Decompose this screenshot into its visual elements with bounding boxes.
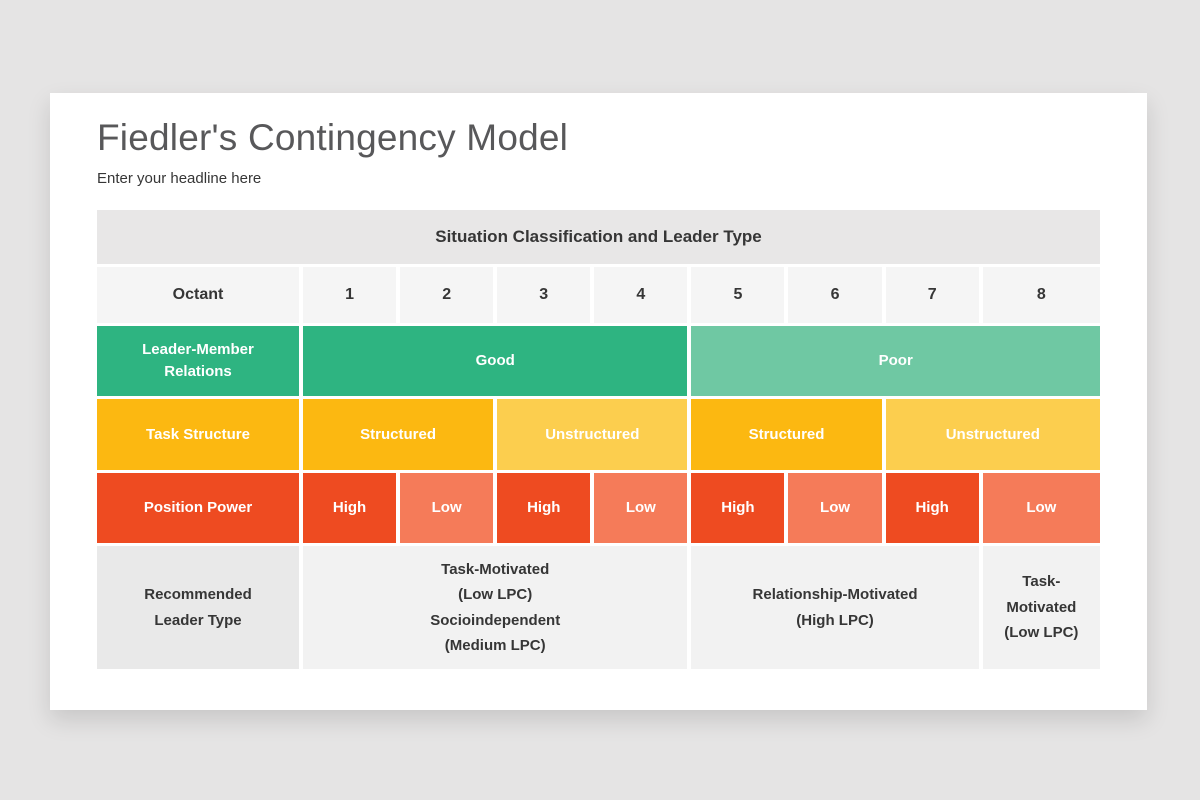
table-header: Situation Classification and Leader Type [97,210,1100,264]
task-structured-cell-2: Structured [691,399,882,470]
octant-cell-6: 6 [788,267,882,323]
power-cell-3-high: High [497,473,591,543]
slide-card: Fiedler's Contingency Model Enter your h… [50,93,1147,710]
page-subtitle: Enter your headline here [97,170,262,187]
task-unstructured-cell-1: Unstructured [497,399,688,470]
power-cell-5-high: High [691,473,785,543]
task-unstructured-cell-2: Unstructured [885,399,1100,470]
power-cell-7-high: High [885,473,979,543]
row-label-leader-member-relations: Leader-Member Relations [97,326,299,396]
power-cell-4-low: Low [594,473,688,543]
octant-cell-2: 2 [400,267,494,323]
leader-task-motivated-low-lpc-cell: Task- Motivated (Low LPC) [982,546,1100,669]
octant-cell-3: 3 [497,267,591,323]
page-title: Fiedler's Contingency Model [97,117,569,158]
row-label-position-power: Position Power [97,473,299,543]
row-label-recommended-leader-type: Recommended Leader Type [97,546,299,669]
task-structured-cell-1: Structured [303,399,494,470]
octant-cell-4: 4 [594,267,688,323]
octant-row-label: Octant [97,267,299,323]
power-cell-1-high: High [303,473,397,543]
octant-cell-7: 7 [885,267,979,323]
power-cell-8-low: Low [982,473,1100,543]
octant-cell-5: 5 [691,267,785,323]
contingency-table: Situation Classification and Leader Type… [97,210,1100,669]
relations-good-cell: Good [303,326,688,396]
power-cell-6-low: Low [788,473,882,543]
octant-cell-1: 1 [303,267,397,323]
power-cell-2-low: Low [400,473,494,543]
relations-poor-cell: Poor [691,326,1100,396]
leader-task-motivated-cell: Task-Motivated (Low LPC) Socioindependen… [303,546,688,669]
leader-relationship-motivated-cell: Relationship-Motivated (High LPC) [691,546,979,669]
octant-cell-8: 8 [982,267,1100,323]
row-label-task-structure: Task Structure [97,399,299,470]
